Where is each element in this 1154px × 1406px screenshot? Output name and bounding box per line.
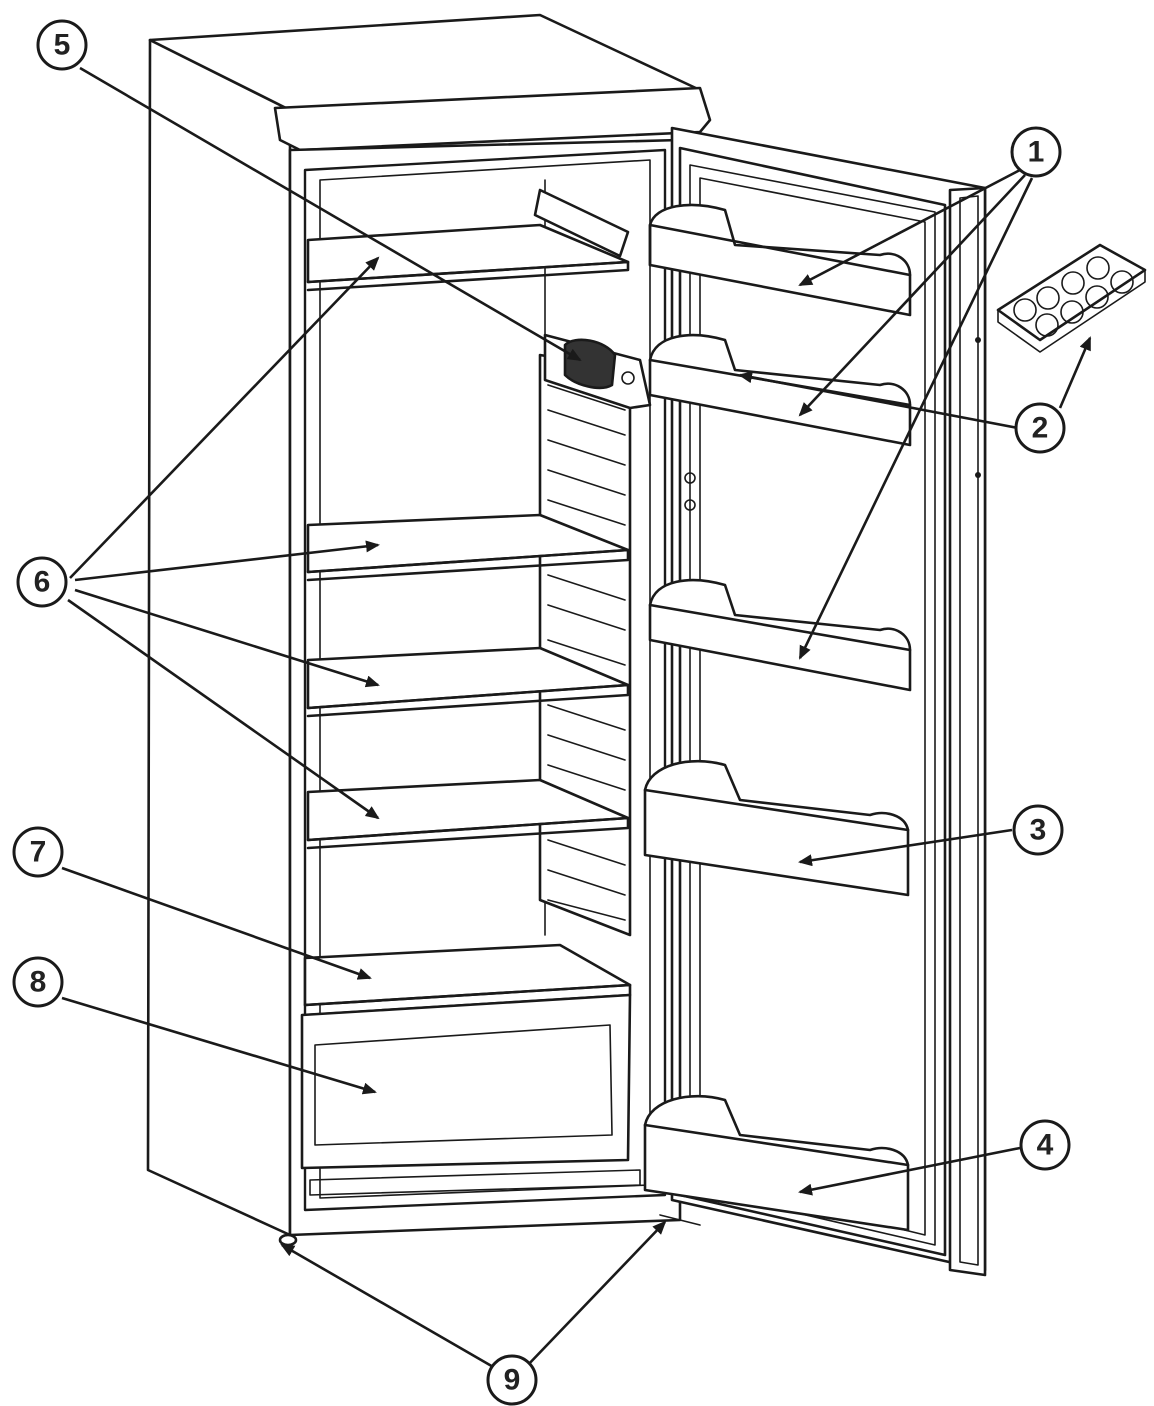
crisper-drawer [300,993,641,1196]
callouts: 1 2 3 4 5 6 7 8 [12,19,1071,1406]
shelf-rails [538,353,632,937]
callout-8: 8 [12,956,64,1008]
cabinet-side-panel [146,38,292,1237]
callout-6: 6 [16,556,68,608]
callout-9: 9 [486,1354,538,1406]
callout-8-label: 8 [30,966,47,999]
callout-1: 1 [1010,126,1062,178]
callout-3: 3 [1012,804,1064,856]
callout-2-label: 2 [1032,412,1049,445]
callout-4: 4 [1019,1119,1071,1171]
leader-arrows [61,66,1092,1370]
foot-left [278,1233,298,1247]
shelves [303,188,632,1017]
egg-tray [996,243,1147,353]
callout-9-label: 9 [504,1364,521,1397]
door-panel-edge [948,186,987,1277]
callout-2: 2 [1014,402,1066,454]
callout-4-label: 4 [1037,1129,1054,1162]
callout-3-label: 3 [1030,814,1047,847]
callout-1-label: 1 [1028,136,1045,169]
callout-5: 5 [36,19,88,71]
callout-7-label: 7 [30,836,47,869]
callout-5-label: 5 [54,29,71,62]
callout-6-label: 6 [34,566,51,599]
callout-7: 7 [12,826,64,878]
